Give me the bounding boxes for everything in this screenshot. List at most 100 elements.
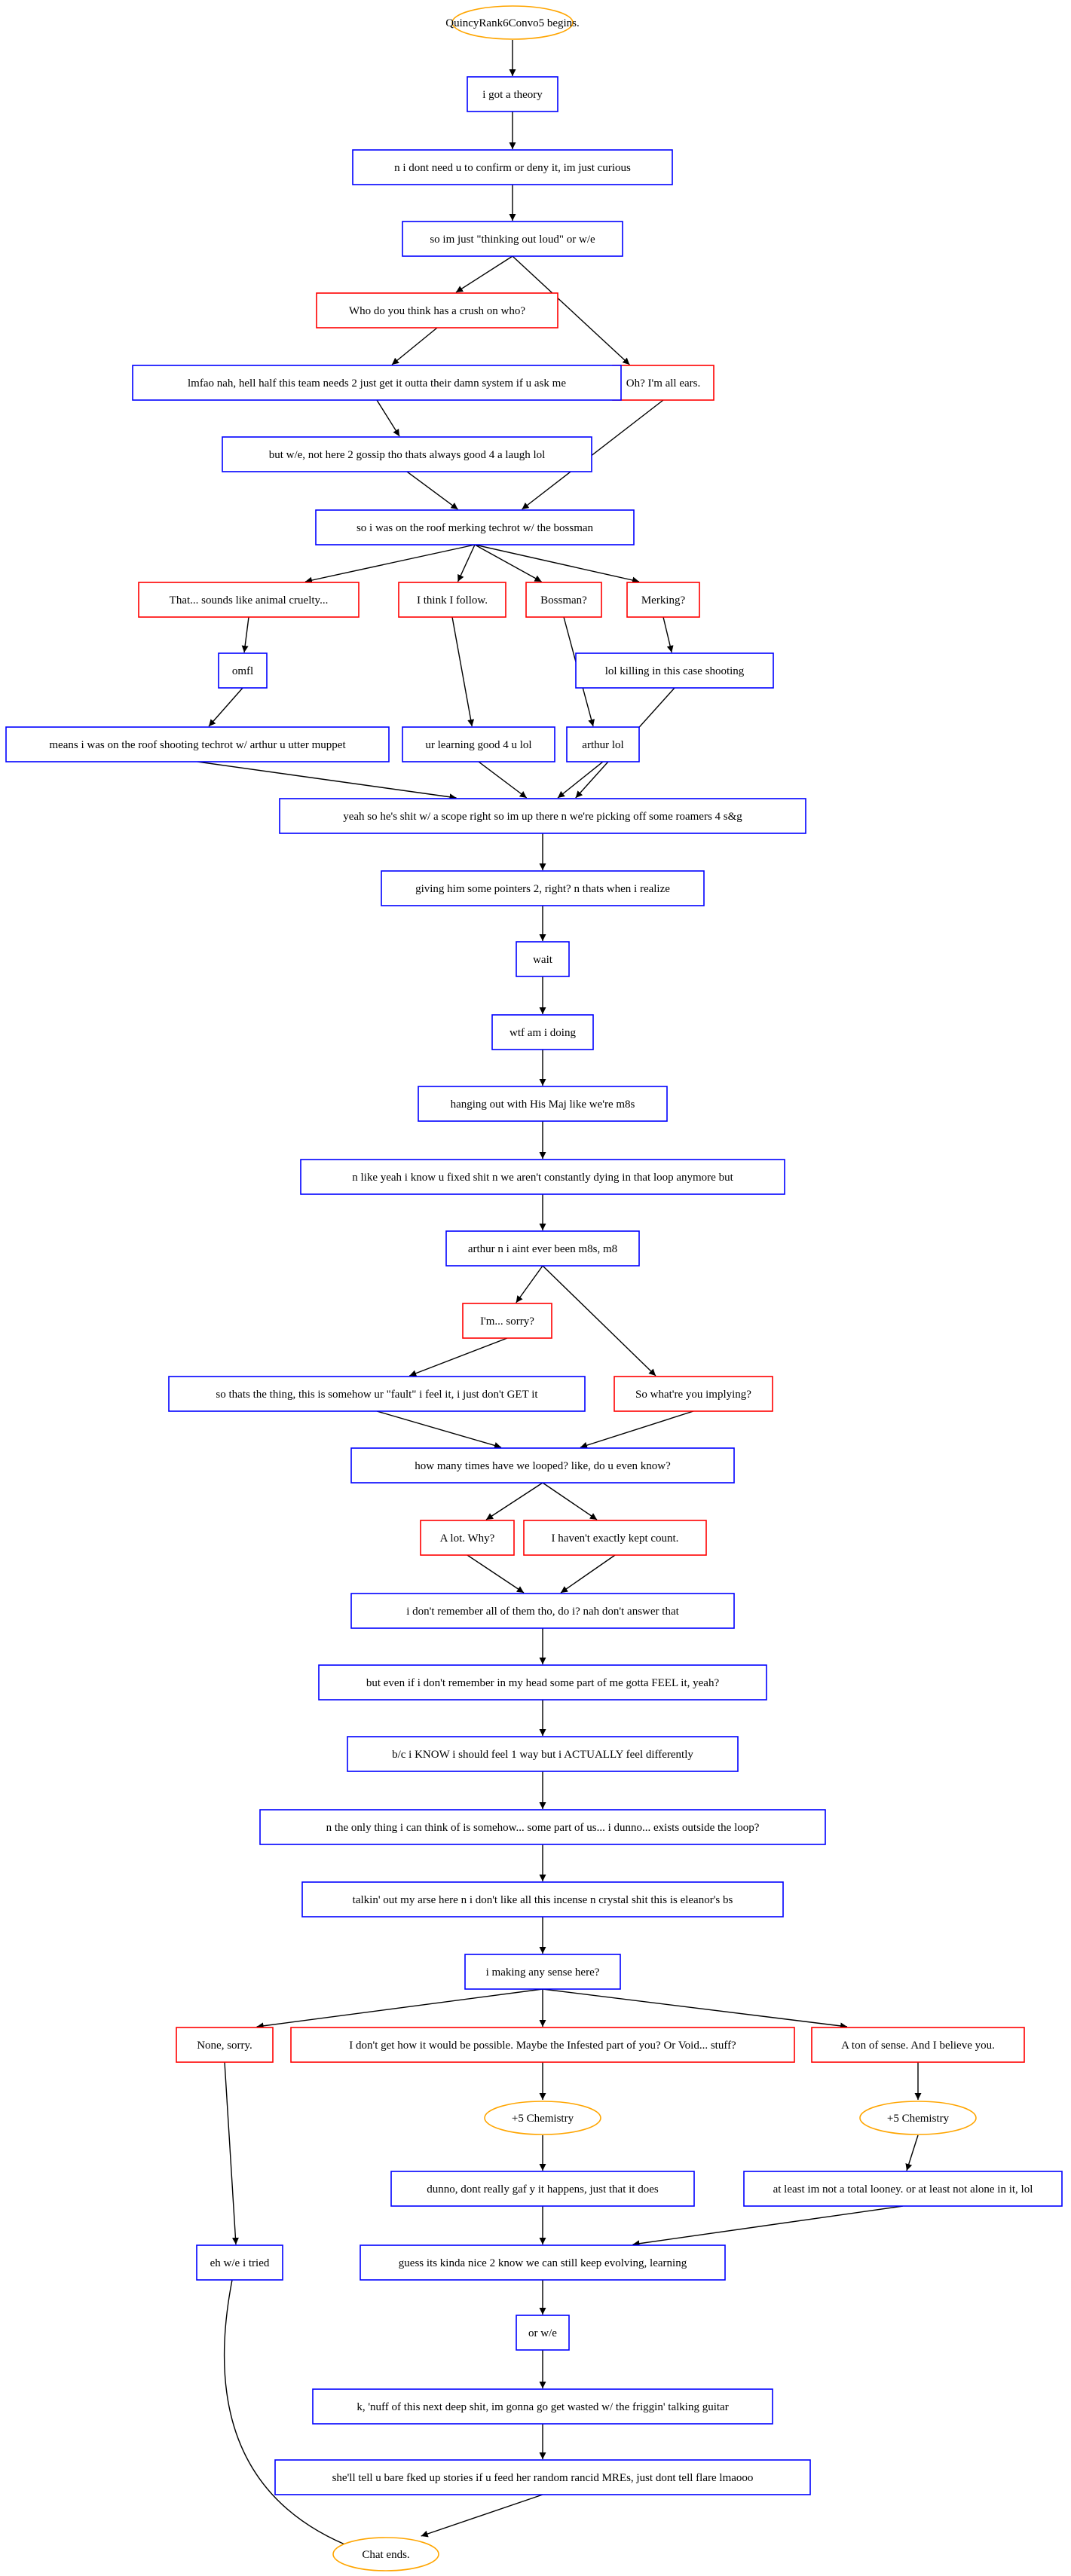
node-chem2-event: +5 Chemistry [859,2101,977,2135]
node-looped-line: how many times have we looped? like, do … [350,1447,735,1484]
edge-sense-to-none [256,1988,543,2030]
node-shape [420,1520,515,1556]
edge-roof-to-follow [457,544,476,582]
node-shape [811,2027,1025,2063]
node-follow-option: I think I follow. [398,582,506,618]
node-label: I don't get how it would be possible. Ma… [349,2040,736,2052]
node-hanging-line: hanging out with His Maj like we're m8s [418,1086,668,1122]
node-shape [360,2244,726,2281]
node-shape [484,2101,601,2135]
node-shape [467,76,558,112]
node-label: lol killing in this case shooting [605,665,745,677]
node-merking-option: Merking? [626,582,700,618]
node-looney-line: at least im not a total looney. or at le… [743,2171,1063,2207]
node-shape [300,1159,785,1195]
node-label: i don't remember all of them tho, do i? … [406,1606,679,1618]
edge-sorry-to-fault [409,1337,508,1377]
node-label: i got a theory [482,89,543,101]
node-theory-line: i got a theory [467,76,558,112]
node-label: dunno, dont really gaf y it happens, jus… [427,2183,659,2196]
node-label: but even if i don't remember in my head … [366,1677,720,1689]
node-shape [523,1520,707,1556]
edge-follow-to-learning [451,616,475,727]
node-shape [316,292,558,328]
edge-lmfao-to-gossip [376,399,400,437]
node-omfl-line: omfl [218,652,268,689]
node-shape [743,2171,1063,2207]
node-shape [350,1447,735,1484]
node-label: Bossman? [540,594,587,607]
node-label: hanging out with His Maj like we're m8s [451,1099,635,1111]
edge-fault-to-looped [376,1410,502,1449]
node-label: so i was on the roof merking techrot w/ … [356,522,594,534]
node-sorry-option: I'm... sorry? [462,1303,552,1339]
node-incense-line: talkin' out my arse here n i don't like … [301,1881,784,1917]
node-shape [301,1881,784,1917]
edge-arthur-to-scope [557,761,604,799]
edge-sense-to-ton [542,1988,848,2030]
edge-none-to-tried [224,2061,239,2245]
node-shape [332,2537,439,2571]
node-shape [402,726,555,762]
node-shape [381,870,705,906]
node-label: means i was on the roof shooting techrot… [49,739,346,751]
node-shape [350,1593,735,1629]
edge-learning-to-scope [478,761,528,799]
node-learning-line: ur learning good 4 u lol [402,726,555,762]
node-shape [274,2459,811,2495]
node-shape [259,1809,826,1845]
node-label: eh w/e i tried [210,2257,270,2269]
node-possible-option: I don't get how it would be possible. Ma… [290,2027,795,2063]
node-shape [5,726,390,762]
node-label: wtf am i doing [509,1027,576,1039]
edge-gossip-to-roof [406,471,458,510]
node-wtf-line: wtf am i doing [491,1014,594,1050]
node-roof-line: so i was on the roof merking techrot w/ … [315,509,635,545]
edge-alot-to-remember [467,1554,525,1594]
node-label: A lot. Why? [440,1532,495,1545]
node-shape [312,2388,773,2425]
node-ton-option: A ton of sense. And I believe you. [811,2027,1025,2063]
node-label: lmfao nah, hell half this team needs 2 j… [188,377,566,390]
node-label: giving him some pointers 2, right? n tha… [415,883,670,895]
node-shape [279,798,806,834]
node-orwe-line: or w/e [516,2315,570,2351]
edge-thinking-to-ears [512,255,630,365]
edge-looped-to-alot [485,1482,543,1520]
node-shape [516,2315,570,2351]
node-arthur-line: arthur lol [566,726,640,762]
node-chem1-event: +5 Chemistry [484,2101,601,2135]
node-shape [398,582,506,618]
edge-thinking-to-crush [455,255,513,293]
node-label: so thats the thing, this is somehow ur "… [216,1389,538,1401]
node-dunno-line: dunno, dont really gaf y it happens, jus… [390,2171,695,2207]
node-label: A ton of sense. And I believe you. [841,2040,995,2052]
node-shape [614,1376,773,1412]
node-label: she'll tell u bare fked up stories if u … [332,2472,754,2484]
node-shape [390,2171,695,2207]
edge-omfl-to-means [208,687,243,727]
node-tried-line: eh w/e i tried [196,2244,283,2281]
node-shape [132,365,622,401]
edge-means-to-scope [197,761,457,801]
node-label: Oh? I'm all ears. [626,377,701,390]
node-pointers-line: giving him some pointers 2, right? n tha… [381,870,705,906]
node-label: arthur lol [582,739,623,751]
node-guitar-line: k, 'nuff of this next deep shit, im gonn… [312,2388,773,2425]
node-gossip-line: but w/e, not here 2 gossip tho thats alw… [222,436,592,472]
node-label: +5 Chemistry [887,2113,950,2125]
node-fixed-line: n like yeah i know u fixed shit n we are… [300,1159,785,1195]
node-shape [491,1014,594,1050]
node-start-event: QuincyRank6Convo5 begins. [445,5,580,40]
node-implying-option: So what're you implying? [614,1376,773,1412]
node-killing-line: lol killing in this case shooting [575,652,774,689]
node-label: b/c i KNOW i should feel 1 way but i ACT… [392,1749,693,1761]
edge-cruelty-to-omfl [241,616,249,653]
node-label: wait [533,954,553,966]
node-shape [318,1664,767,1701]
edge-roof-to-bossman [474,544,542,582]
node-mres-line: she'll tell u bare fked up stories if u … [274,2459,811,2495]
node-label: but w/e, not here 2 gossip tho thats alw… [269,449,546,461]
node-shape [612,365,715,401]
